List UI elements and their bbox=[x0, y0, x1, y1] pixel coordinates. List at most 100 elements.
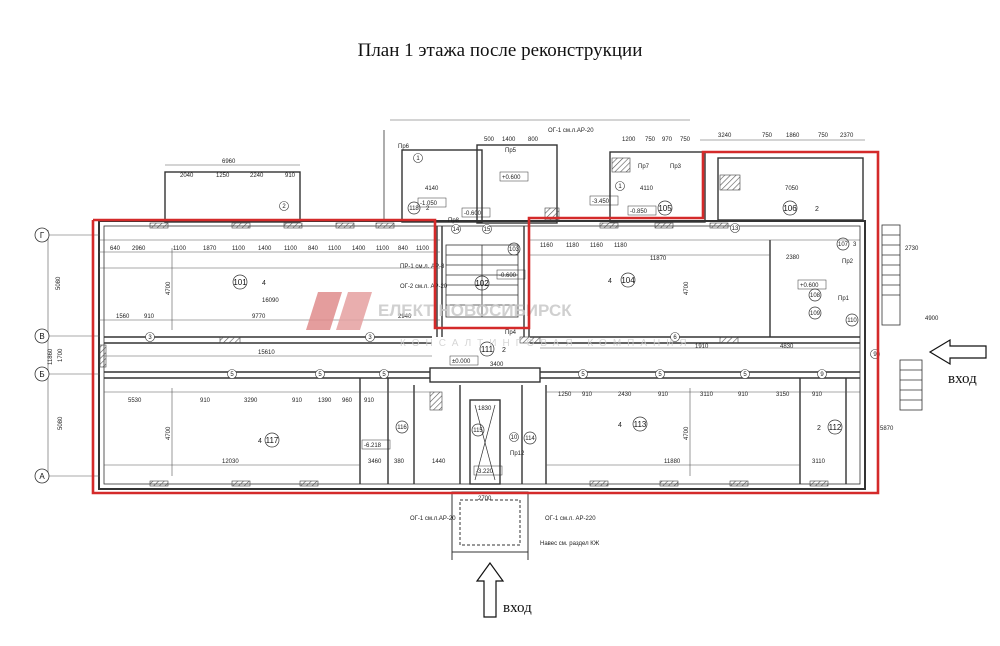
room-class: 2 bbox=[815, 206, 819, 213]
dimension-value: 11870 bbox=[650, 256, 667, 262]
dimension-value: 2730 bbox=[905, 246, 919, 252]
dimension-value: 11860 bbox=[48, 348, 54, 365]
note-text: ОГ-1 см.л. АР-220 bbox=[545, 516, 596, 522]
dimension-value: 840 bbox=[308, 246, 319, 252]
dimension-value: 1860 bbox=[786, 133, 800, 139]
opening-label: Пр5 bbox=[505, 148, 517, 154]
dimension-value: 2380 bbox=[786, 255, 800, 261]
dimension-value: 2430 bbox=[618, 392, 632, 398]
dimension-value: 960 bbox=[342, 398, 353, 404]
dimension-value: 5080 bbox=[58, 416, 64, 430]
opening-label: Пр3 bbox=[670, 164, 682, 170]
dimension-value: 910 bbox=[658, 392, 669, 398]
dimension-texts: 640 2960 1100 1870 1100 1400 1100 840 11… bbox=[48, 133, 939, 502]
dimension-value: 5530 bbox=[128, 398, 142, 404]
room-number: 109 bbox=[810, 311, 821, 317]
dimension-value: 2960 bbox=[132, 246, 146, 252]
door-markers: 3 3 5 5 5 5 5 5 9 6 13 14 15 1 1 2 9 10 bbox=[145, 153, 880, 442]
door-number: 13 bbox=[732, 226, 739, 232]
dimension-value: 5870 bbox=[880, 426, 894, 432]
door-number: 10 bbox=[511, 435, 518, 441]
dimension-value: 3400 bbox=[490, 362, 504, 368]
dimension-value: 1250 bbox=[558, 392, 572, 398]
opening-label: Пр6 bbox=[398, 144, 410, 150]
reconstruction-outline bbox=[91, 150, 880, 495]
door-number: 5 bbox=[743, 372, 747, 378]
door-number: 5 bbox=[581, 372, 585, 378]
dimension-value: 5080 bbox=[56, 276, 62, 290]
room-class: 2 bbox=[817, 425, 821, 432]
room-class: 2 bbox=[426, 206, 430, 212]
room-number: 110 bbox=[847, 318, 857, 324]
dimension-value: 4110 bbox=[640, 186, 654, 192]
dimension-value: 3110 bbox=[812, 459, 826, 465]
door-number: 1 bbox=[416, 156, 420, 162]
room-class: 4 bbox=[608, 278, 612, 285]
door-number: 14 bbox=[453, 227, 460, 233]
room-number: 101 bbox=[233, 278, 247, 287]
note-text: ОГ-1 см.л.АР-20 bbox=[548, 128, 594, 134]
level-mark: -3.220 bbox=[476, 469, 494, 475]
level-mark: -6.218 bbox=[364, 443, 382, 449]
room-labels: 101 4 102 103 4 104 105 106 2 107 3 108 … bbox=[232, 200, 859, 448]
staircase-102 bbox=[445, 244, 519, 318]
dimension-value: 1830 bbox=[478, 406, 492, 412]
room-number: 116 bbox=[397, 425, 407, 431]
room-class: 2 bbox=[502, 347, 506, 354]
dimension-value: 3460 bbox=[368, 459, 382, 465]
door-number: 6 bbox=[673, 335, 677, 341]
dimension-value: 750 bbox=[680, 137, 691, 143]
dimension-value: 11880 bbox=[664, 459, 681, 465]
dimension-lines bbox=[40, 119, 865, 480]
dimension-value: 1180 bbox=[566, 243, 580, 249]
dimension-value: 800 bbox=[528, 137, 539, 143]
opening-label: Пр7 bbox=[638, 164, 650, 170]
dimension-value: 3240 bbox=[718, 133, 732, 139]
room-class: 4 bbox=[258, 438, 262, 445]
door-number: 5 bbox=[658, 372, 662, 378]
level-mark: ±0.000 bbox=[452, 359, 471, 365]
room-number: 118 bbox=[409, 206, 419, 212]
dimension-value: 1560 bbox=[116, 314, 130, 320]
opening-label: Пр4 bbox=[505, 330, 517, 336]
room-number: 105 bbox=[658, 204, 672, 213]
room-number: 113 bbox=[634, 420, 647, 429]
axis-markers: Г В Б А bbox=[34, 227, 50, 484]
level-marks: -1.050 -0.600 +0.600 -3.450 -0.850 -0.60… bbox=[361, 171, 827, 476]
entry-label-bottom: вход bbox=[503, 600, 532, 616]
door-number: 5 bbox=[382, 372, 386, 378]
entry-arrow-right bbox=[928, 338, 987, 366]
dimension-value: 9770 bbox=[252, 314, 266, 320]
axis-label: В bbox=[39, 332, 44, 341]
note-text: Навес см. раздел КЖ bbox=[540, 541, 600, 547]
room-number: 111 bbox=[481, 345, 494, 354]
top-annexes bbox=[164, 130, 864, 224]
dimension-value: 750 bbox=[762, 133, 773, 139]
dimension-value: 1440 bbox=[432, 459, 446, 465]
entry-arrow-bottom bbox=[475, 561, 505, 618]
dimension-value: 910 bbox=[200, 398, 211, 404]
level-mark: -0.600 bbox=[464, 211, 482, 217]
level-mark: -3.450 bbox=[592, 199, 610, 205]
dimension-value: 6960 bbox=[222, 159, 236, 165]
room-number: 106 bbox=[783, 204, 797, 213]
room-number: 114 bbox=[525, 436, 535, 442]
dimension-value: 910 bbox=[582, 392, 593, 398]
dimension-value: 910 bbox=[144, 314, 155, 320]
opening-label: Пр1 bbox=[838, 296, 850, 302]
dimension-value: 1700 bbox=[58, 348, 64, 362]
dimension-value: 1910 bbox=[695, 344, 709, 350]
right-stair bbox=[881, 224, 923, 411]
dimension-value: 3150 bbox=[776, 392, 790, 398]
watermark: ЕЛЕКТ НОВОСИБИРСК КОНСАЛТИНГОВАЯ КОМПАНИ… bbox=[306, 292, 687, 349]
entry-label-right: вход bbox=[948, 371, 977, 387]
dimension-value: 1870 bbox=[203, 246, 217, 252]
room-number: 115 bbox=[473, 428, 483, 434]
dimension-value: 840 bbox=[398, 246, 409, 252]
room-class: 3 bbox=[853, 242, 857, 248]
dimension-value: 1400 bbox=[352, 246, 366, 252]
room-number: 104 bbox=[621, 276, 635, 285]
door-number: 9 bbox=[873, 352, 877, 358]
door-number: 3 bbox=[148, 335, 152, 341]
